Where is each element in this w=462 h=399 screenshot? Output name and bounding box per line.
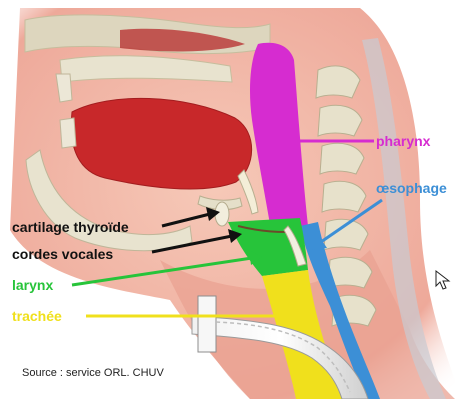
label-trachee: trachée [12, 308, 62, 324]
tracheostomy-flange [198, 296, 216, 352]
label-larynx: larynx [12, 277, 53, 293]
source-caption: Source : service ORL. CHUV [22, 367, 164, 379]
label-oesophage: œsophage [376, 180, 447, 196]
lower-teeth [60, 118, 76, 148]
label-cartilage-thyroide: cartilage thyroïde [12, 219, 129, 235]
mouse-cursor-icon [436, 271, 449, 289]
label-pharynx: pharynx [376, 133, 431, 149]
label-cordes-vocales: cordes vocales [12, 246, 113, 262]
